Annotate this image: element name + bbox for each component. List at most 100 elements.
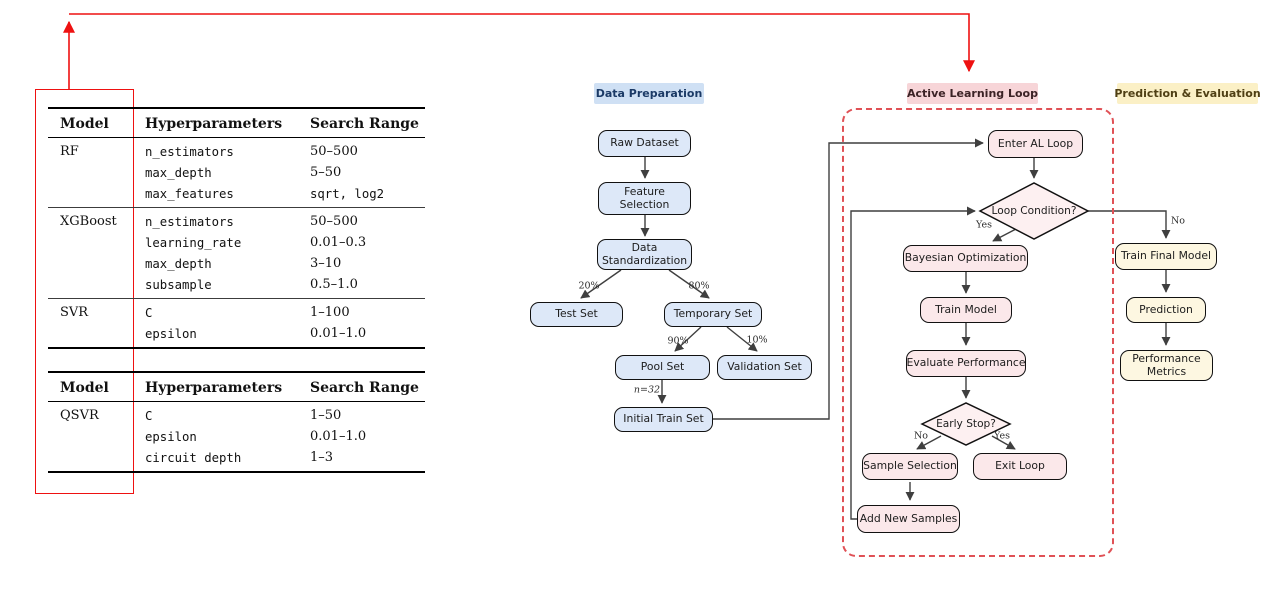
param-cell: epsilon: [145, 430, 197, 444]
model-cell: RF: [48, 137, 145, 163]
table-row: QSVR C 1–50: [48, 401, 425, 427]
edge-temporary-to-pool: [674, 326, 702, 352]
node-train-model: Train Model: [920, 297, 1012, 323]
node-early-stop-label: Early Stop?: [936, 418, 996, 430]
model-cell: [48, 184, 145, 208]
edge-label-loop-yes: Yes: [976, 219, 992, 231]
table-header-row: Model Hyperparameters Search Range: [48, 108, 425, 138]
section-header-prediction-evaluation: Prediction & Evaluation: [1114, 83, 1261, 104]
edge-early-yes-to-exit-loop: [991, 435, 1016, 450]
range-cell: 1–50: [310, 401, 425, 427]
model-cell: [48, 254, 145, 275]
early-stop-diamond: [920, 402, 1012, 446]
edge-initial-train-to-enter-al: [713, 138, 984, 420]
col-header-hyperparameters: Hyperparameters: [145, 372, 310, 402]
param-cell: max_depth: [145, 257, 212, 271]
node-evaluate-performance: Evaluate Performance: [906, 350, 1026, 377]
col-header-search-range: Search Range: [310, 372, 425, 402]
hyperparameter-table-classical: Model Hyperparameters Search Range RF n_…: [48, 107, 425, 349]
active-learning-dashed-region: [842, 108, 1114, 557]
edge-loop-no-to-train-final: [1088, 210, 1171, 239]
edge-label-early-no: No: [913, 430, 929, 442]
edge-label-loop-no: No: [1170, 215, 1186, 227]
edge-add-new-to-loop-condition: [850, 206, 976, 520]
edge-label-n32-text: n=32: [633, 384, 661, 396]
param-cell: n_estimators: [145, 137, 310, 163]
table-row: max_depth 5–50: [48, 163, 425, 184]
edge-label-90pct: 90%: [667, 335, 689, 347]
node-bayesian-optimization: Bayesian Optimization: [903, 245, 1028, 272]
table-row: epsilon 0.01–1.0: [48, 324, 425, 349]
col-header-search-range: Search Range: [310, 108, 425, 138]
range-cell: 50–500: [310, 207, 425, 233]
model-cell: QSVR: [48, 401, 145, 427]
param-cell: subsample: [145, 278, 212, 292]
table-row: SVR C 1–100: [48, 298, 425, 324]
range-cell: 1–3: [310, 450, 334, 465]
range-cell: 0.01–1.0: [310, 326, 367, 341]
range-cell: 0.01–0.3: [310, 235, 367, 250]
param-cell: n_estimators: [145, 207, 310, 233]
param-cell: C: [145, 298, 310, 324]
table-row: learning_rate 0.01–0.3: [48, 233, 425, 254]
table-row: XGBoost n_estimators 50–500: [48, 207, 425, 233]
red-arrow-to-al-header: [69, 13, 975, 73]
range-cell: 0.01–1.0: [310, 429, 367, 444]
node-performance-metrics: Performance Metrics: [1120, 350, 1213, 381]
model-cell: SVR: [48, 298, 145, 324]
model-cell: [48, 275, 145, 299]
edge-label-20pct: 20%: [578, 280, 600, 292]
range-cell: 0.5–1.0: [310, 277, 358, 292]
col-header-hyperparameters: Hyperparameters: [145, 108, 310, 138]
param-cell: circuit depth: [145, 451, 242, 465]
node-pool-set: Pool Set: [615, 355, 710, 380]
node-train-final-model: Train Final Model: [1115, 243, 1217, 270]
node-loop-condition-label: Loop Condition?: [991, 205, 1077, 217]
node-raw-dataset: Raw Dataset: [598, 130, 691, 157]
table-row: RF n_estimators 50–500: [48, 137, 425, 163]
model-cell: [48, 163, 145, 184]
edge-temporary-to-validation: [726, 326, 758, 352]
param-cell: max_features: [145, 187, 234, 201]
param-cell: max_depth: [145, 166, 212, 180]
model-cell: [48, 448, 145, 473]
edge-early-no-to-sample-selection: [916, 435, 942, 450]
model-cell: [48, 324, 145, 349]
node-initial-train-set: Initial Train Set: [614, 407, 713, 432]
model-column-highlight-rect: [35, 89, 134, 494]
model-cell: [48, 233, 145, 254]
edge-label-n32: n=32: [634, 385, 660, 396]
model-cell: XGBoost: [48, 207, 145, 233]
section-header-active-learning-loop: Active Learning Loop: [907, 83, 1038, 104]
node-temporary-set: Temporary Set: [664, 302, 762, 327]
node-validation-set: Validation Set: [717, 355, 812, 380]
range-cell: 1–100: [310, 298, 425, 324]
table-row: max_features sqrt, log2: [48, 184, 425, 208]
table-row: max_depth 3–10: [48, 254, 425, 275]
node-add-new-samples: Add New Samples: [857, 505, 960, 533]
param-cell: C: [145, 401, 310, 427]
node-feature-selection: Feature Selection: [598, 182, 691, 215]
param-cell: learning_rate: [145, 236, 242, 250]
edge-standardization-to-test: [580, 269, 622, 299]
range-cell: 5–50: [310, 165, 342, 180]
range-cell: sqrt, log2: [310, 187, 385, 201]
model-cell: [48, 427, 145, 448]
edge-label-10pct: 10%: [746, 334, 768, 346]
edge-label-early-yes: Yes: [994, 430, 1010, 442]
col-header-model: Model: [48, 108, 145, 138]
table-row: epsilon 0.01–1.0: [48, 427, 425, 448]
node-test-set: Test Set: [530, 302, 623, 327]
node-enter-al-loop: Enter AL Loop: [988, 130, 1083, 158]
edge-standardization-to-temporary: [668, 269, 710, 299]
table-row: subsample 0.5–1.0: [48, 275, 425, 299]
section-header-data-preparation: Data Preparation: [594, 83, 704, 104]
node-exit-loop: Exit Loop: [973, 453, 1067, 480]
loop-condition-diamond: [978, 182, 1090, 240]
edge-loop-yes-to-bayesian: [992, 228, 1017, 242]
range-cell: 3–10: [310, 256, 342, 271]
node-prediction: Prediction: [1126, 297, 1206, 323]
table-row: circuit depth 1–3: [48, 448, 425, 473]
